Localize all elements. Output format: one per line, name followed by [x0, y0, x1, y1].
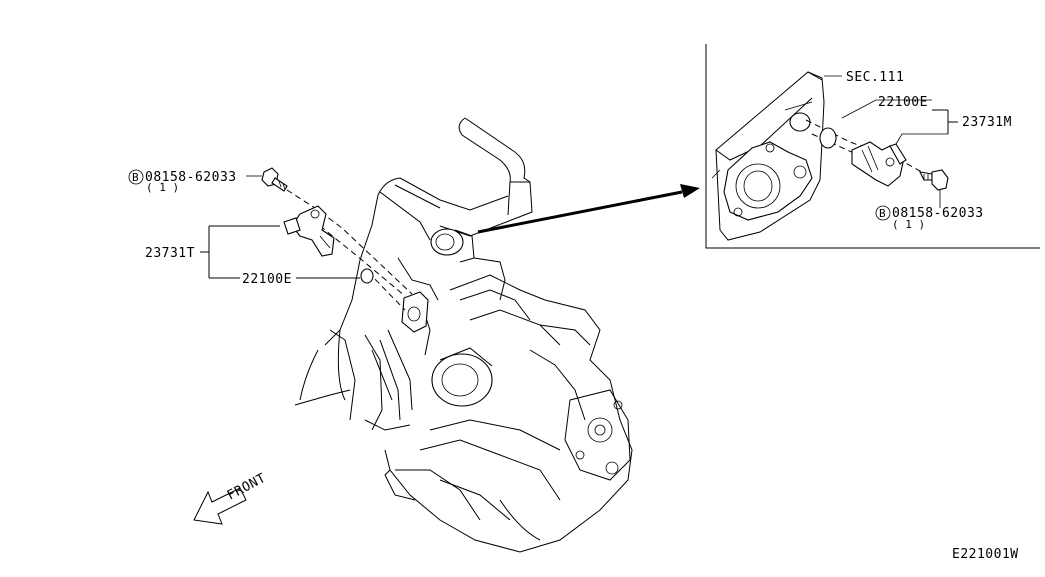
- sensor-left-part-number: 23731T: [145, 246, 195, 261]
- bolt-symbol-right-text: B: [879, 207, 886, 220]
- sensor-right-part-number: 23731M: [962, 115, 1012, 130]
- section-reference: SEC.111: [846, 70, 904, 85]
- bolt-symbol-left-text: B: [132, 171, 139, 184]
- oring-left-part-number: 22100E: [242, 272, 292, 287]
- front-direction-indicator: FRONT: [193, 471, 269, 525]
- housing-gasket: [723, 141, 813, 221]
- front-arrow-icon: [193, 487, 247, 525]
- oring-22100e-left: [360, 268, 374, 284]
- bolt-right-part-number: 08158-62033: [892, 206, 984, 221]
- sensor-boss-upper: [430, 228, 464, 256]
- sensor-23731t: [283, 205, 335, 257]
- left-callouts: B 08158-62033 ( 1 ) 23731T 22100E: [128, 167, 413, 311]
- sensor-23731m: [851, 141, 907, 187]
- diagram-code: E221001W: [952, 547, 1019, 562]
- engine-transaxle-assembly: [294, 117, 633, 553]
- bolt-left: [261, 167, 288, 192]
- crank-sensor-flange: [401, 291, 429, 333]
- housing-port: [789, 112, 811, 132]
- bolt-symbol-left: [128, 169, 144, 185]
- bolt-left-part-number: 08158-62033: [145, 170, 237, 185]
- bolt-left-quantity: ( 1 ): [146, 181, 179, 194]
- bolt-right: [919, 169, 949, 191]
- detail-inset: SEC.111 22100E 23731M B 08158-62033 ( 1 …: [705, 44, 1040, 249]
- front-label: FRONT: [225, 471, 269, 504]
- transaxle-output-flange: [431, 353, 493, 407]
- bolt-symbol-right: [875, 205, 891, 221]
- detail-arrow: [477, 184, 700, 234]
- oring-22100e-right: [819, 127, 837, 149]
- bolt-right-quantity: ( 1 ): [892, 218, 925, 231]
- oring-right-part-number: 22100E: [878, 95, 928, 110]
